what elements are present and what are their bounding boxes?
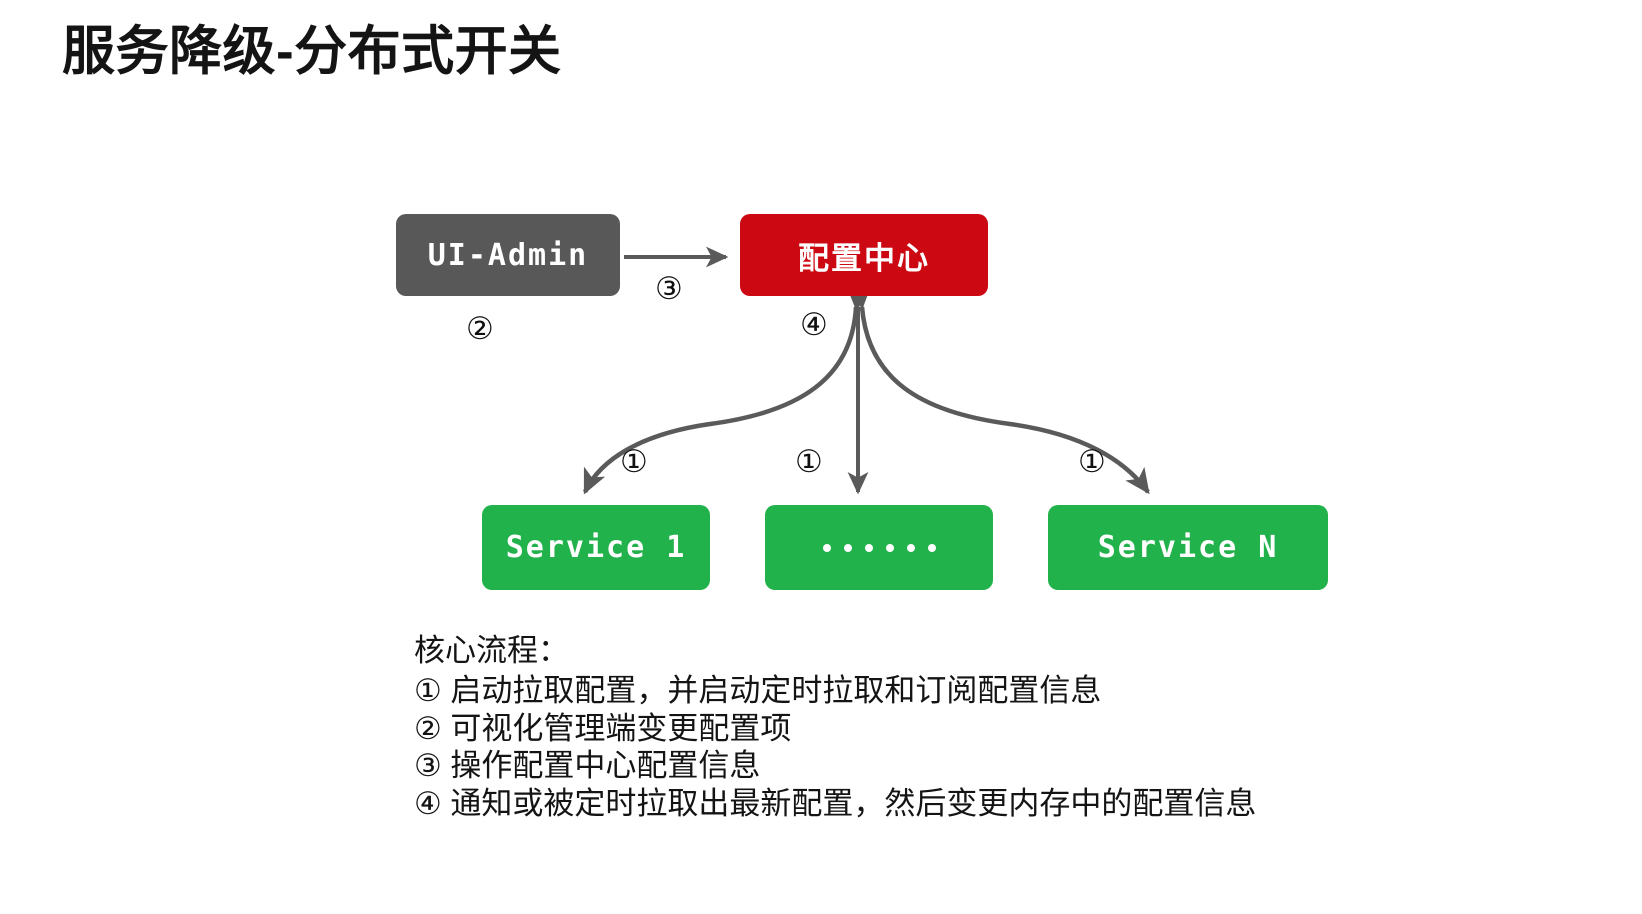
node-config-center[interactable]: 配置中心 bbox=[740, 214, 988, 296]
dot bbox=[822, 543, 831, 552]
page-title: 服务降级-分布式开关 bbox=[62, 22, 562, 81]
step-marker-1-service-1: ① bbox=[620, 444, 648, 480]
step-marker-3: ③ bbox=[655, 271, 683, 307]
legend-line-1: ① 启动拉取配置，并启动定时拉取和订阅配置信息 bbox=[414, 672, 1102, 708]
step-marker-1-service-mid: ① bbox=[795, 444, 823, 480]
node-service-1-label: Service 1 bbox=[505, 530, 687, 565]
node-service-1[interactable]: Service 1 bbox=[482, 505, 710, 590]
node-service-ellipsis[interactable] bbox=[765, 505, 993, 590]
legend-line-3: ③ 操作配置中心配置信息 bbox=[414, 748, 761, 784]
legend-core-flow: 核心流程： ① 启动拉取配置，并启动定时拉取和订阅配置信息 ② 可视化管理端变更… bbox=[414, 632, 1256, 823]
legend-heading: 核心流程： bbox=[414, 633, 569, 668]
node-service-n-label: Service N bbox=[1097, 530, 1279, 565]
node-service-n[interactable]: Service N bbox=[1048, 505, 1328, 590]
legend-line-4: ④ 通知或被定时拉取出最新配置，然后变更内存中的配置信息 bbox=[414, 786, 1257, 822]
step-marker-4: ④ bbox=[800, 307, 828, 343]
dot bbox=[906, 543, 915, 552]
step-marker-2: ② bbox=[466, 311, 494, 347]
node-ui-admin[interactable]: UI-Admin bbox=[396, 214, 620, 296]
node-ui-admin-label: UI-Admin bbox=[427, 237, 589, 273]
dot bbox=[864, 543, 873, 552]
dot bbox=[843, 543, 852, 552]
ellipsis-dots bbox=[822, 543, 936, 552]
legend-line-2: ② 可视化管理端变更配置项 bbox=[414, 710, 792, 746]
dot bbox=[927, 543, 936, 552]
dot bbox=[885, 543, 894, 552]
node-config-center-label: 配置中心 bbox=[798, 240, 930, 276]
step-marker-1-service-n: ① bbox=[1078, 444, 1106, 480]
